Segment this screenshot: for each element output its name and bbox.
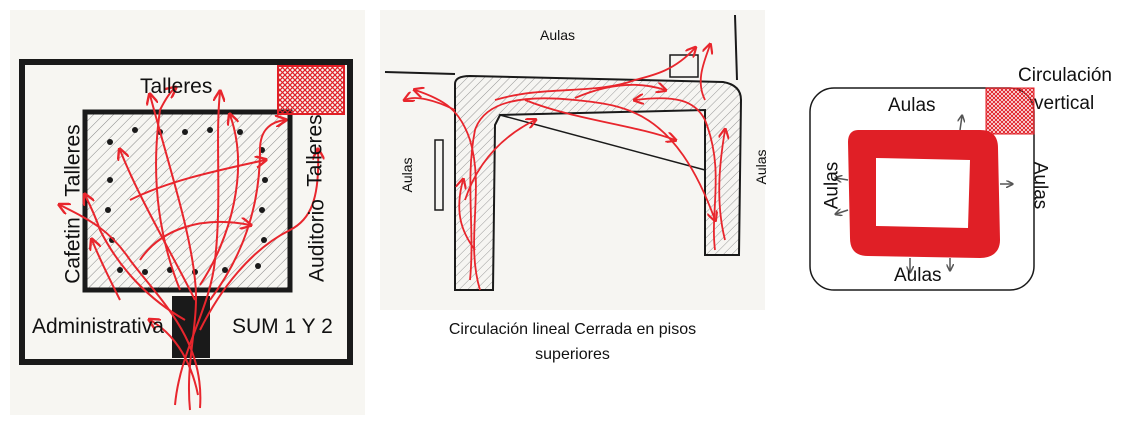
closed-circulation-panel: Circulación vertical Aulas Aulas Aulas A… — [780, 0, 1136, 421]
outer-boundary — [19, 59, 353, 365]
label-sum: SUM 1 Y 2 — [232, 315, 333, 338]
label-administrativa: Administrativa — [32, 315, 164, 338]
label-aulas-bottom: Aulas — [894, 265, 942, 286]
vertical-circulation-block — [277, 65, 345, 115]
label-aulas-right: Aulas — [1029, 161, 1051, 210]
vertical-circulation-grid — [985, 87, 1035, 135]
label-aulas-left: Aulas — [821, 161, 843, 210]
label-vertical: vertical — [1034, 93, 1095, 114]
label-aulas-right: Aulas — [753, 149, 769, 185]
caption-line2: superiores — [535, 346, 610, 363]
site-plan-panel: Talleres Talleres Cafetin Auditorio Tall… — [0, 0, 370, 421]
closed-circulation-sketch — [809, 87, 1035, 291]
label-aulas-top: Aulas — [888, 95, 936, 116]
label-circulacion: Circulación — [1018, 65, 1112, 86]
label-aulas-top: Aulas — [540, 27, 576, 43]
label-auditorio: Auditorio — [305, 199, 329, 282]
label-aulas-left: Aulas — [399, 157, 415, 193]
caption-line1: Circulación lineal Cerrada en pisos — [448, 321, 697, 338]
circulation-loop — [848, 130, 1000, 258]
site-plan-sketch — [10, 10, 365, 415]
linear-circulation-panel: Aulas Aulas Aulas Circulación lineal Cer… — [375, 0, 770, 421]
label-cafetin: Cafetin — [61, 217, 85, 284]
corridor-shape — [454, 74, 743, 291]
linear-circulation-sketch — [380, 10, 765, 310]
label-talleres-top: Talleres — [140, 75, 213, 98]
label-talleres-right: Talleres — [303, 114, 327, 187]
label-talleres-left: Talleres — [61, 124, 85, 197]
